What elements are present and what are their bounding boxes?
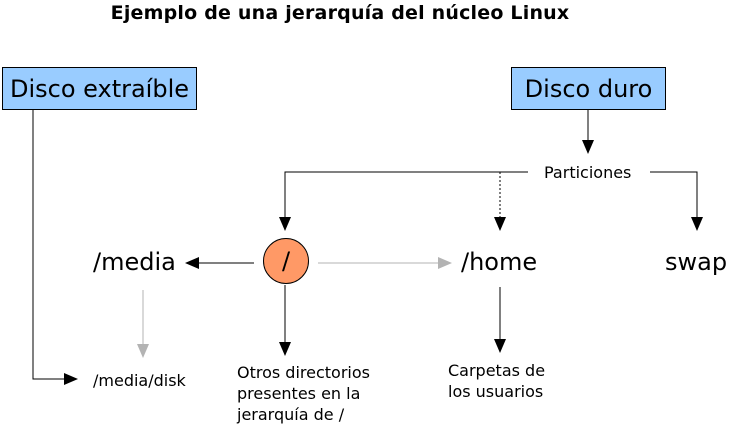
user-folders-line: Carpetas de bbox=[448, 361, 546, 380]
root-label: / bbox=[281, 247, 291, 275]
other-dirs-line: Otros directorios bbox=[237, 363, 370, 382]
arrow-removable-to-media-disk bbox=[32, 110, 78, 385]
diagram-title: Ejemplo de una jerarquía del núcleo Linu… bbox=[110, 2, 570, 24]
root-node: / bbox=[263, 238, 309, 284]
other-dirs-line: presentes en la bbox=[237, 384, 361, 404]
other-dirs-line: jerarquía de / bbox=[237, 405, 345, 425]
arrow-partitions-to-swap bbox=[650, 171, 703, 231]
partitions-label: Particiones bbox=[544, 163, 632, 182]
media-disk-node: /media/disk bbox=[93, 371, 186, 390]
removable-disk-box: Disco extraíble bbox=[2, 67, 197, 110]
swap-node: swap bbox=[665, 248, 728, 276]
arrow-partitions-to-root bbox=[279, 171, 528, 231]
home-node: /home bbox=[461, 248, 538, 276]
media-node: /media bbox=[93, 248, 176, 276]
hard-disk-box: Disco duro bbox=[511, 67, 666, 110]
other-dirs-node: Otros directorios presentes en la jerarq… bbox=[237, 362, 370, 425]
user-folders-node: Carpetas de los usuarios bbox=[448, 360, 545, 402]
user-folders-line: los usuarios bbox=[448, 382, 544, 402]
